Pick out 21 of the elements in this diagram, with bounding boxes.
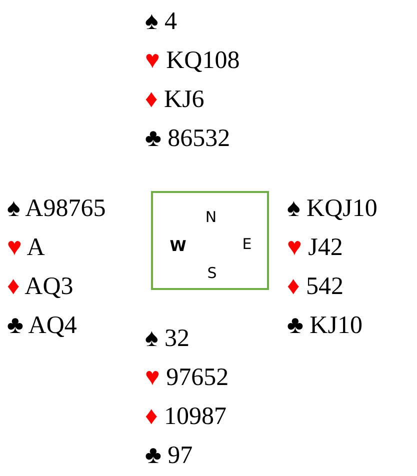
- card-holding: ♣ 86532: [145, 125, 230, 153]
- card-holding: ♥ A: [7, 234, 45, 262]
- card-holding: ♣ KJ10: [287, 312, 362, 340]
- card-holding: ♥ KQ108: [145, 47, 240, 75]
- card-holding: ♣ AQ4: [7, 312, 77, 340]
- card-holding: ♠ KQJ10: [287, 195, 378, 223]
- card-holding: ♦ 10987: [145, 403, 227, 431]
- compass-direction: W: [170, 237, 186, 255]
- compass-box: [151, 191, 269, 290]
- card-holding: ♦ 542: [287, 273, 344, 301]
- card-holding: ♠ 32: [145, 325, 190, 353]
- card-holding: ♥ J42: [287, 234, 343, 262]
- card-holding: ♦ KJ6: [145, 86, 204, 114]
- card-holding: ♠ 4: [145, 8, 178, 36]
- card-holding: ♥ 97652: [145, 364, 229, 392]
- compass-direction: S: [207, 264, 217, 282]
- card-holding: ♦ AQ3: [7, 273, 74, 301]
- compass-direction: N: [205, 208, 217, 226]
- card-holding: ♣ 97: [145, 442, 193, 470]
- card-holding: ♠ A98765: [7, 195, 106, 223]
- compass-direction: E: [242, 235, 252, 253]
